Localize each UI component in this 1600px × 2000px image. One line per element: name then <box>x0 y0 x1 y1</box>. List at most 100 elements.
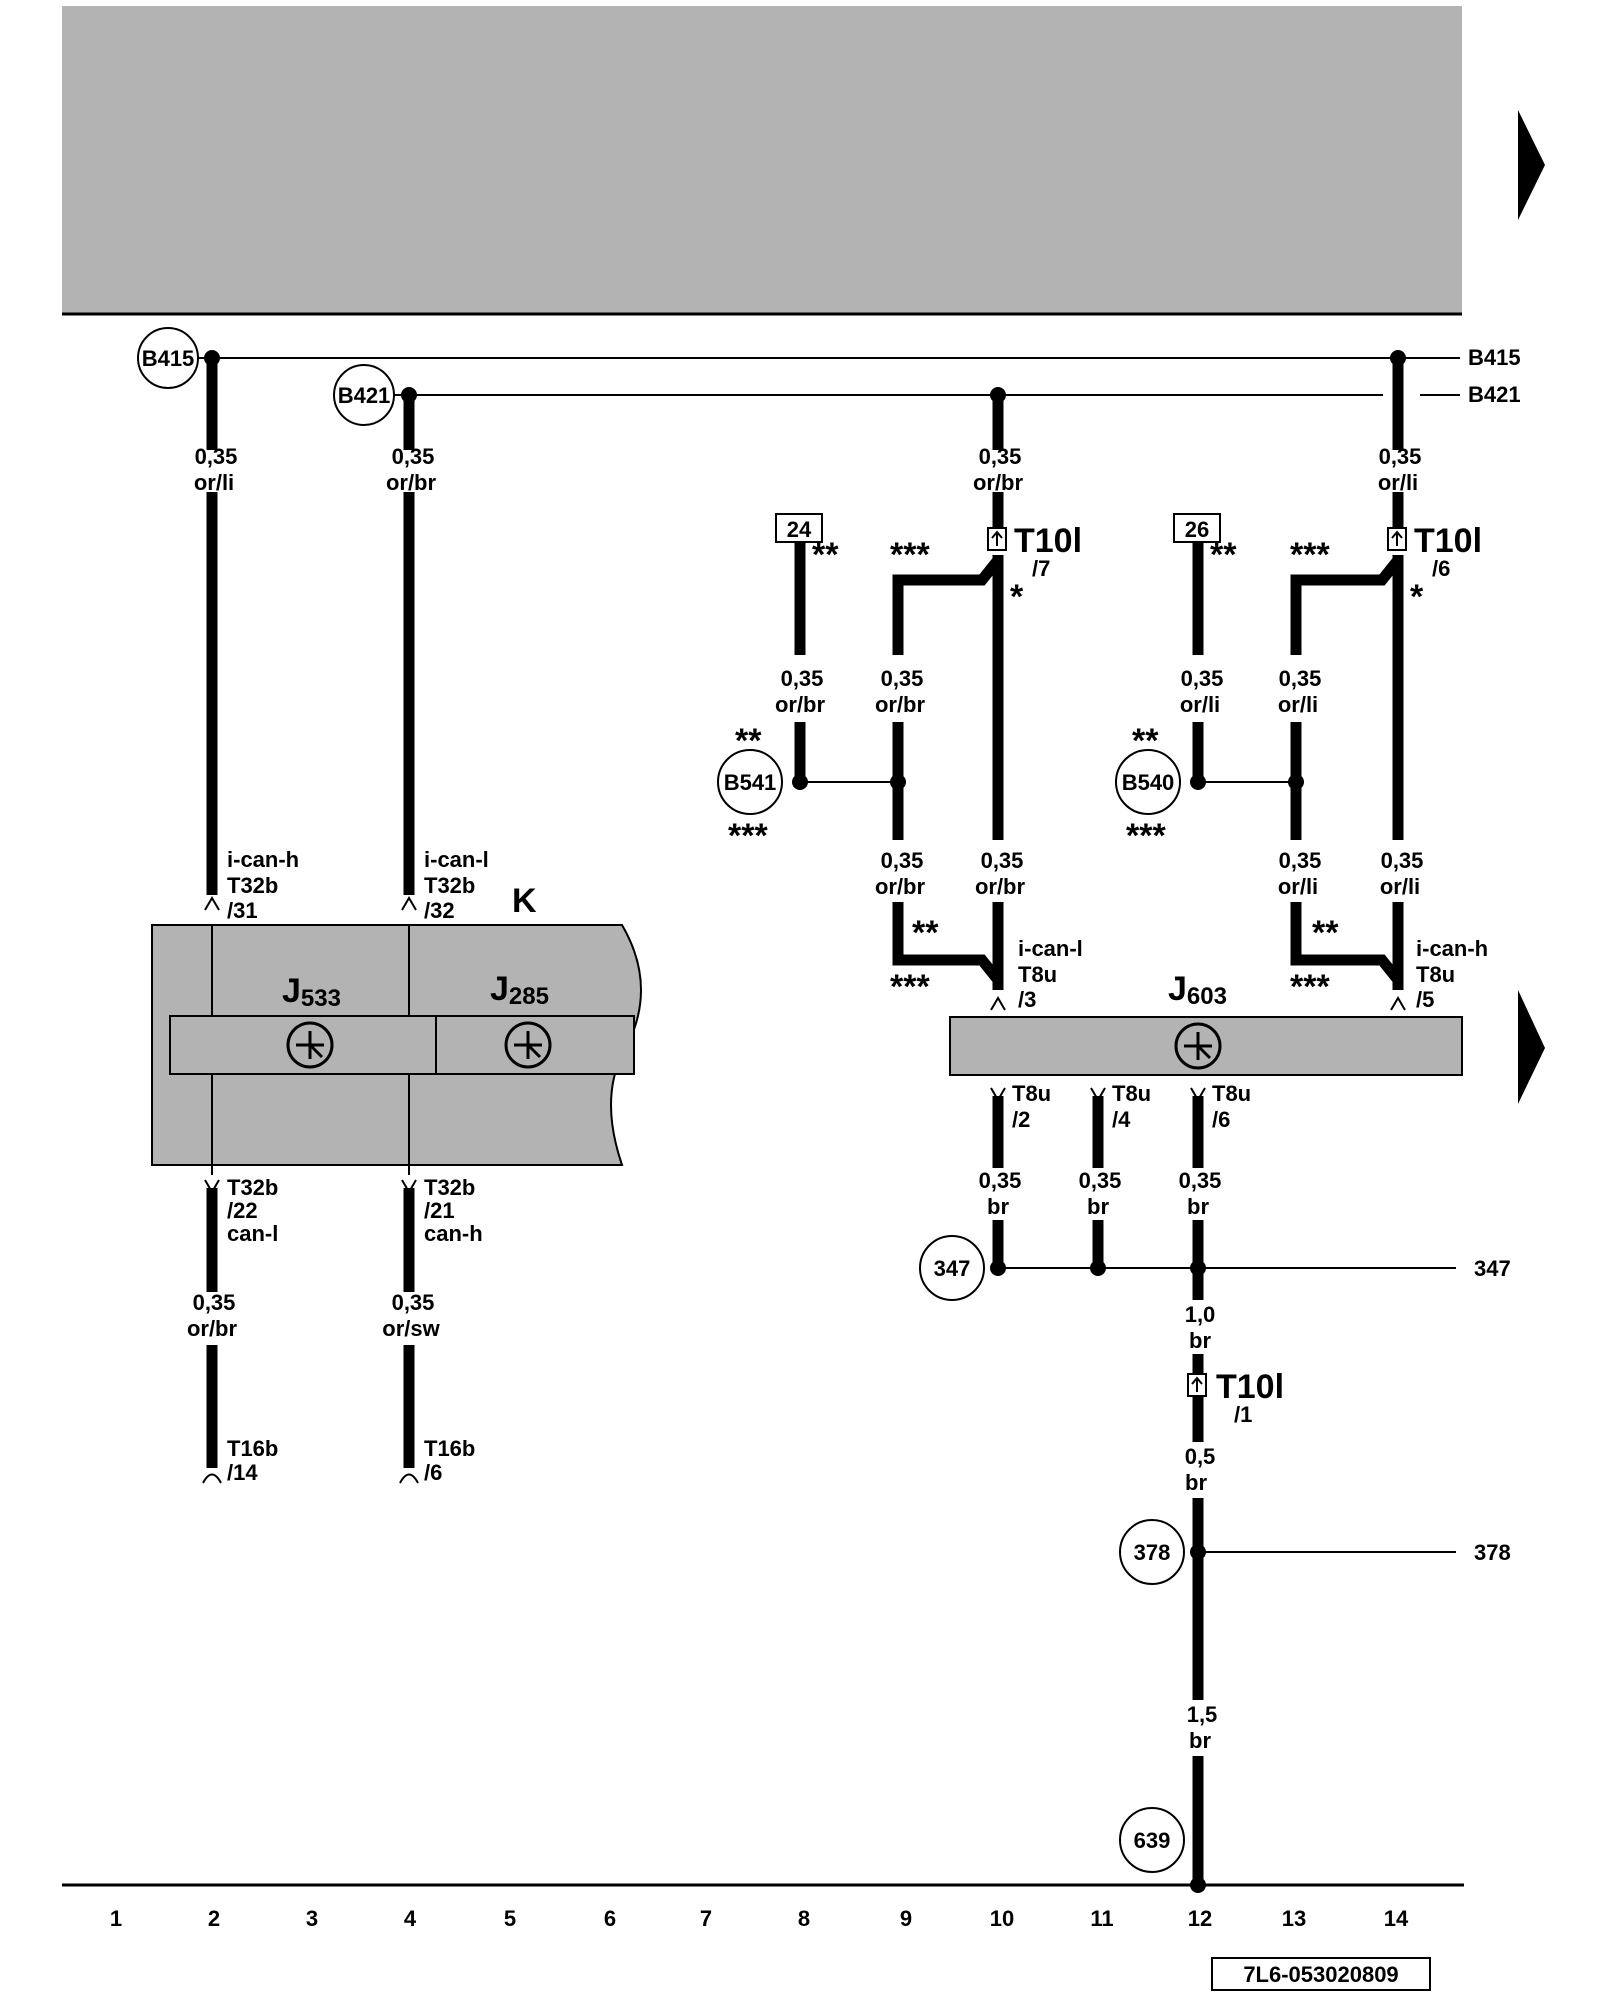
connector-end-icon <box>202 1473 222 1484</box>
wire-color: br <box>987 1194 1009 1219</box>
wire-size: 0,35 <box>781 666 824 691</box>
optional-stars: ** <box>912 914 939 952</box>
pin-label: /6 <box>424 1460 442 1485</box>
pin-label: /21 <box>424 1198 455 1223</box>
optional-stars: *** <box>890 968 930 1006</box>
column-number: 4 <box>404 1906 417 1931</box>
wire-size: 0,35 <box>979 1168 1022 1193</box>
wire-size: 0,35 <box>1279 666 1322 691</box>
optional-stars: *** <box>1126 817 1166 855</box>
wire-size: 1,5 <box>1187 1702 1218 1727</box>
pin-label: T32b <box>227 873 278 898</box>
b541-circle <box>717 749 783 815</box>
wire-size: 0,35 <box>392 444 435 469</box>
connector-t10l-icon <box>1187 1373 1207 1397</box>
box-26 <box>1173 513 1221 543</box>
wire-size: 0,35 <box>193 1290 236 1315</box>
pin-label: T32b <box>227 1175 278 1200</box>
pin-label: T8u <box>1018 962 1057 987</box>
pin-label: T16b <box>424 1436 475 1461</box>
wire-size: 0,35 <box>1379 444 1422 469</box>
pin-arrow-icon <box>204 896 220 911</box>
wire-size: 0,35 <box>881 666 924 691</box>
connector-end-icon <box>399 1473 419 1484</box>
junction-dot <box>1190 1544 1206 1560</box>
wire-size: 0,35 <box>392 1290 435 1315</box>
ground-347-label: 347 <box>934 1256 971 1281</box>
b540-circle <box>1115 749 1181 815</box>
header-band <box>62 6 1462 314</box>
ground-639-circle <box>1119 1807 1185 1873</box>
wire-size: 0,35 <box>981 848 1024 873</box>
wire-color: or/br <box>875 874 926 899</box>
optional-star: * <box>1010 578 1024 616</box>
column-number: 14 <box>1384 1906 1409 1931</box>
wire-size: 1,0 <box>1185 1302 1216 1327</box>
pin-label: /32 <box>424 898 455 923</box>
pin-label: /22 <box>227 1198 258 1223</box>
wire-size: 0,35 <box>1179 1168 1222 1193</box>
continue-arrow-icon[interactable] <box>1518 110 1545 220</box>
wire-color: or/br <box>973 470 1024 495</box>
wire-size: 0,35 <box>1079 1168 1122 1193</box>
j285-label: J285 <box>490 970 549 1010</box>
column-number: 8 <box>798 1906 810 1931</box>
junction-dot <box>1190 1260 1206 1276</box>
optional-stars: *** <box>1290 968 1330 1006</box>
optional-stars: *** <box>890 536 930 574</box>
can-transceiver-icon <box>286 1021 334 1069</box>
wire-color: or/br <box>975 874 1026 899</box>
pin-label: T16b <box>227 1436 278 1461</box>
wire-color: or/br <box>187 1316 238 1341</box>
column-number: 12 <box>1188 1906 1212 1931</box>
wire-color: or/br <box>386 470 437 495</box>
wire-color: or/sw <box>382 1316 440 1341</box>
column-number: 5 <box>504 1906 516 1931</box>
connector-t10l-icon <box>1387 527 1407 551</box>
wire-size: 0,5 <box>1185 1444 1216 1469</box>
wire-color: or/li <box>1180 692 1220 717</box>
optional-stars: *** <box>728 817 768 855</box>
column-number: 9 <box>900 1906 912 1931</box>
ground-378-label: 378 <box>1134 1540 1171 1565</box>
pin-arrow-icon <box>401 1179 417 1194</box>
footer-code: 7L6-053020809 <box>1243 1962 1398 1987</box>
optional-star: * <box>1410 578 1424 616</box>
optional-stars: ** <box>735 722 762 760</box>
box-24-label: 24 <box>787 517 812 542</box>
pin-label: can-l <box>227 1221 278 1246</box>
column-number: 10 <box>990 1906 1014 1931</box>
wire-color: br <box>1187 1194 1209 1219</box>
wire-color: or/li <box>1380 874 1420 899</box>
wire-size: 0,35 <box>195 444 238 469</box>
junction-dot <box>1190 774 1206 790</box>
column-number: 3 <box>306 1906 318 1931</box>
pin-label: /5 <box>1416 987 1434 1012</box>
pin-label: i-can-l <box>424 847 489 872</box>
ground-347-ref: 347 <box>1474 1256 1511 1281</box>
bus-b421-label: B421 <box>1468 382 1521 407</box>
pin-label: /3 <box>1018 987 1036 1012</box>
pin-label: T32b <box>424 873 475 898</box>
connector-label: T10l <box>1014 522 1082 560</box>
optional-stars: ** <box>812 536 839 574</box>
b415-circle-label: B415 <box>142 346 195 371</box>
junction-dot <box>204 350 220 366</box>
junction-dot <box>1090 1260 1106 1276</box>
optional-stars: ** <box>1210 536 1237 574</box>
connector-pin: /7 <box>1032 556 1050 581</box>
box-26-label: 26 <box>1185 517 1209 542</box>
wire-color: br <box>1087 1194 1109 1219</box>
column-number: 7 <box>700 1906 712 1931</box>
wire-color: or/br <box>875 692 926 717</box>
column-number: 6 <box>604 1906 616 1931</box>
column-number: 1 <box>110 1906 122 1931</box>
column-numbers: 1 2 3 4 5 6 7 8 9 10 11 12 13 14 <box>110 1906 1409 1931</box>
b541-circle-label: B541 <box>724 770 777 795</box>
optional-stars: *** <box>1290 536 1330 574</box>
pin-label: /14 <box>227 1460 258 1485</box>
continue-arrow-icon[interactable] <box>1518 990 1545 1104</box>
column-number: 11 <box>1090 1906 1113 1931</box>
ground-639-label: 639 <box>1134 1828 1171 1853</box>
pin-arrow-icon <box>1390 996 1406 1011</box>
